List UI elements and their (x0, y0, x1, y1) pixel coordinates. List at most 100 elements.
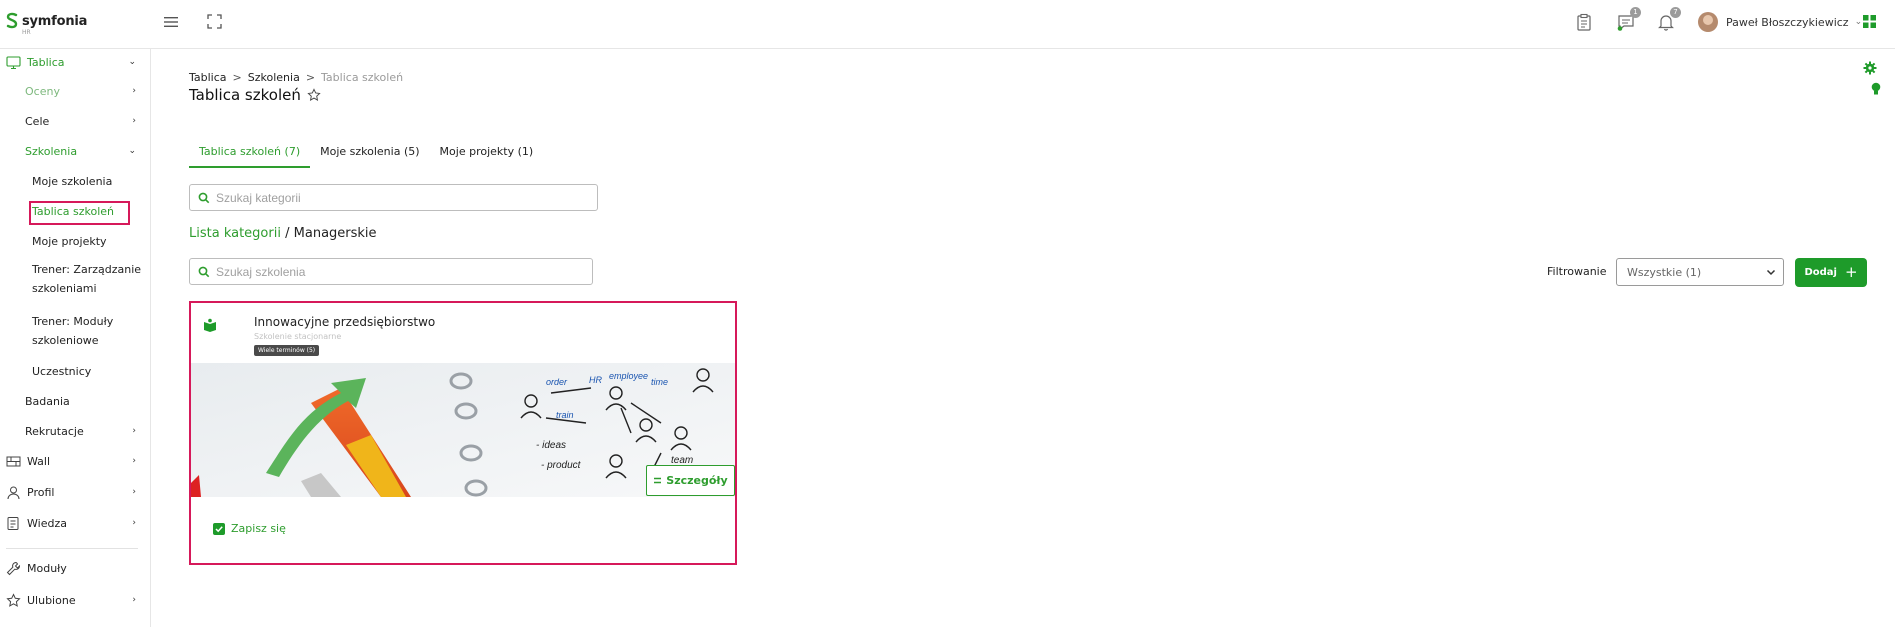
symfonia-logo-icon (6, 12, 18, 29)
sidebar-item-tablica[interactable]: Tablica ⌄ (0, 51, 150, 73)
sidebar-item-wiedza[interactable]: Wiedza › (0, 512, 150, 534)
filter-label: Filtrowanie (1547, 265, 1607, 278)
apps-grid-icon[interactable] (1862, 14, 1877, 29)
bell-icon (1658, 15, 1674, 31)
sidebar-item-trener-zarzadzanie[interactable]: Trener: Zarządzanie szkoleniami (0, 260, 150, 298)
monitor-icon (6, 55, 21, 69)
sidebar-item-label: Profil (27, 485, 55, 499)
sidebar: Tablica ⌄ Oceny › Cele › Szkolenia ⌄ Moj… (0, 49, 151, 627)
filter-select[interactable]: Wszystkie (1) (1616, 258, 1784, 286)
details-button[interactable]: Szczegóły (646, 465, 735, 496)
tab-moje-projekty[interactable]: Moje projekty (1) (439, 145, 534, 158)
clipboard-icon[interactable] (1575, 13, 1593, 31)
category-search-input[interactable] (216, 190, 583, 205)
filter-value: Wszystkie (1) (1627, 265, 1702, 279)
knowledge-icon (7, 516, 19, 530)
sidebar-item-moje-szkolenia[interactable]: Moje szkolenia (0, 170, 150, 192)
sidebar-item-profil[interactable]: Profil › (0, 481, 150, 503)
checkbox-checked-icon (213, 522, 225, 535)
signup-label: Zapisz się (231, 522, 286, 535)
avatar (1698, 12, 1718, 32)
details-label: Szczegóły (666, 474, 728, 487)
add-button[interactable]: Dodaj + (1795, 258, 1867, 287)
training-search-input[interactable] (216, 264, 578, 279)
breadcrumb-separator: > (232, 71, 242, 84)
sidebar-item-cele[interactable]: Cele › (0, 110, 150, 132)
hamburger-menu-icon[interactable] (163, 14, 179, 30)
user-menu[interactable]: Paweł Błoszczykiewicz ⌄ (1698, 12, 1862, 32)
search-icon (198, 192, 210, 203)
sidebar-item-wall[interactable]: Wall › (0, 450, 150, 472)
sidebar-divider (6, 548, 138, 549)
sidebar-item-moje-projekty[interactable]: Moje projekty (0, 230, 150, 252)
tab-tablica-szkolen[interactable]: Tablica szkoleń (7) (189, 142, 311, 168)
svg-text:train: train (556, 410, 574, 420)
breadcrumb-item[interactable]: Tablica (189, 71, 227, 84)
sidebar-item-label: Cele (25, 114, 50, 128)
chat-button[interactable]: 1 (1617, 7, 1641, 31)
category-search[interactable] (189, 184, 598, 211)
breadcrumb-current: Tablica szkoleń (321, 71, 404, 84)
logo-name: symfonia (22, 14, 88, 29)
chevron-down-icon: ⌄ (1854, 17, 1863, 27)
training-card[interactable]: Innowacyjne przedsiębiorstwo Szkolenie s… (189, 301, 737, 565)
notifications-button[interactable]: 7 (1657, 7, 1681, 31)
sidebar-item-label: Oceny (25, 84, 60, 98)
sidebar-item-szkolenia[interactable]: Szkolenia ⌄ (0, 140, 150, 162)
list-icon (654, 477, 662, 484)
logo[interactable]: symfonia HR (6, 12, 87, 36)
star-icon (6, 592, 21, 607)
category-path: Lista kategorii / Managerskie (189, 226, 377, 241)
chevron-right-icon: › (132, 518, 136, 528)
breadcrumb-item[interactable]: Szkolenia (247, 71, 300, 84)
sidebar-item-moduly[interactable]: Moduły (0, 557, 150, 579)
category-list-link[interactable]: Lista kategorii (189, 226, 281, 241)
chevron-down-icon: ⌄ (128, 57, 136, 67)
sidebar-item-badania[interactable]: Badania (0, 390, 150, 412)
chat-badge: 1 (1630, 7, 1641, 18)
lightbulb-icon[interactable] (1871, 82, 1881, 96)
sidebar-item-label: Moje szkolenia (32, 174, 113, 188)
sidebar-item-uczestnicy[interactable]: Uczestnicy (0, 360, 150, 382)
tabs: Tablica szkoleń (7) Moje szkolenia (5) M… (189, 142, 543, 168)
svg-text:employee: employee (609, 371, 648, 381)
breadcrumb: Tablica > Szkolenia > Tablica szkoleń (189, 71, 403, 84)
sidebar-item-label: Rekrutacje (25, 424, 84, 438)
signup-button[interactable]: Zapisz się (213, 522, 286, 535)
sidebar-item-label: Tablica szkoleń (32, 204, 115, 218)
sidebar-item-label: Wiedza (27, 516, 67, 530)
wall-icon (6, 456, 21, 466)
sidebar-item-oceny[interactable]: Oceny › (0, 80, 150, 102)
sidebar-item-label: Trener: Zarządzanie szkoleniami (32, 263, 142, 295)
fullscreen-icon[interactable] (207, 14, 222, 29)
chevron-down-icon: ⌄ (128, 146, 136, 156)
chevron-right-icon: › (132, 487, 136, 497)
svg-text:order: order (546, 377, 568, 387)
gear-icon[interactable] (1863, 61, 1877, 75)
user-icon (7, 486, 20, 499)
user-name: Paweł Błoszczykiewicz (1726, 15, 1849, 29)
sidebar-item-label: Badania (25, 394, 70, 408)
sidebar-item-rekrutacje[interactable]: Rekrutacje › (0, 420, 150, 442)
page-title-text: Tablica szkoleń (189, 86, 301, 104)
sidebar-item-ulubione[interactable]: Ulubione › (0, 589, 150, 611)
active-item-highlight (29, 201, 130, 225)
chevron-down-icon (1766, 269, 1776, 276)
plus-icon: + (1844, 263, 1858, 281)
sidebar-item-label: Wall (27, 454, 51, 468)
sidebar-item-label: Moje projekty (32, 234, 107, 248)
favorite-star-icon[interactable] (307, 88, 321, 102)
breadcrumb-separator: > (305, 71, 316, 84)
tab-moje-szkolenia[interactable]: Moje szkolenia (5) (320, 145, 420, 158)
card-title[interactable]: Innowacyjne przedsiębiorstwo (254, 315, 436, 329)
training-search[interactable] (189, 258, 593, 285)
sidebar-item-trener-moduly[interactable]: Trener: Moduły szkoleniowe (0, 312, 150, 350)
chevron-right-icon: › (132, 595, 136, 605)
current-category: Managerskie (293, 226, 377, 241)
sidebar-item-tablica-szkolen[interactable]: Tablica szkoleń (0, 200, 150, 222)
sidebar-item-label: Ulubione (27, 593, 76, 607)
wrench-icon (6, 561, 21, 575)
svg-text:- product: - product (541, 460, 582, 471)
sidebar-item-label: Szkolenia (25, 144, 78, 158)
svg-text:HR: HR (589, 375, 602, 385)
